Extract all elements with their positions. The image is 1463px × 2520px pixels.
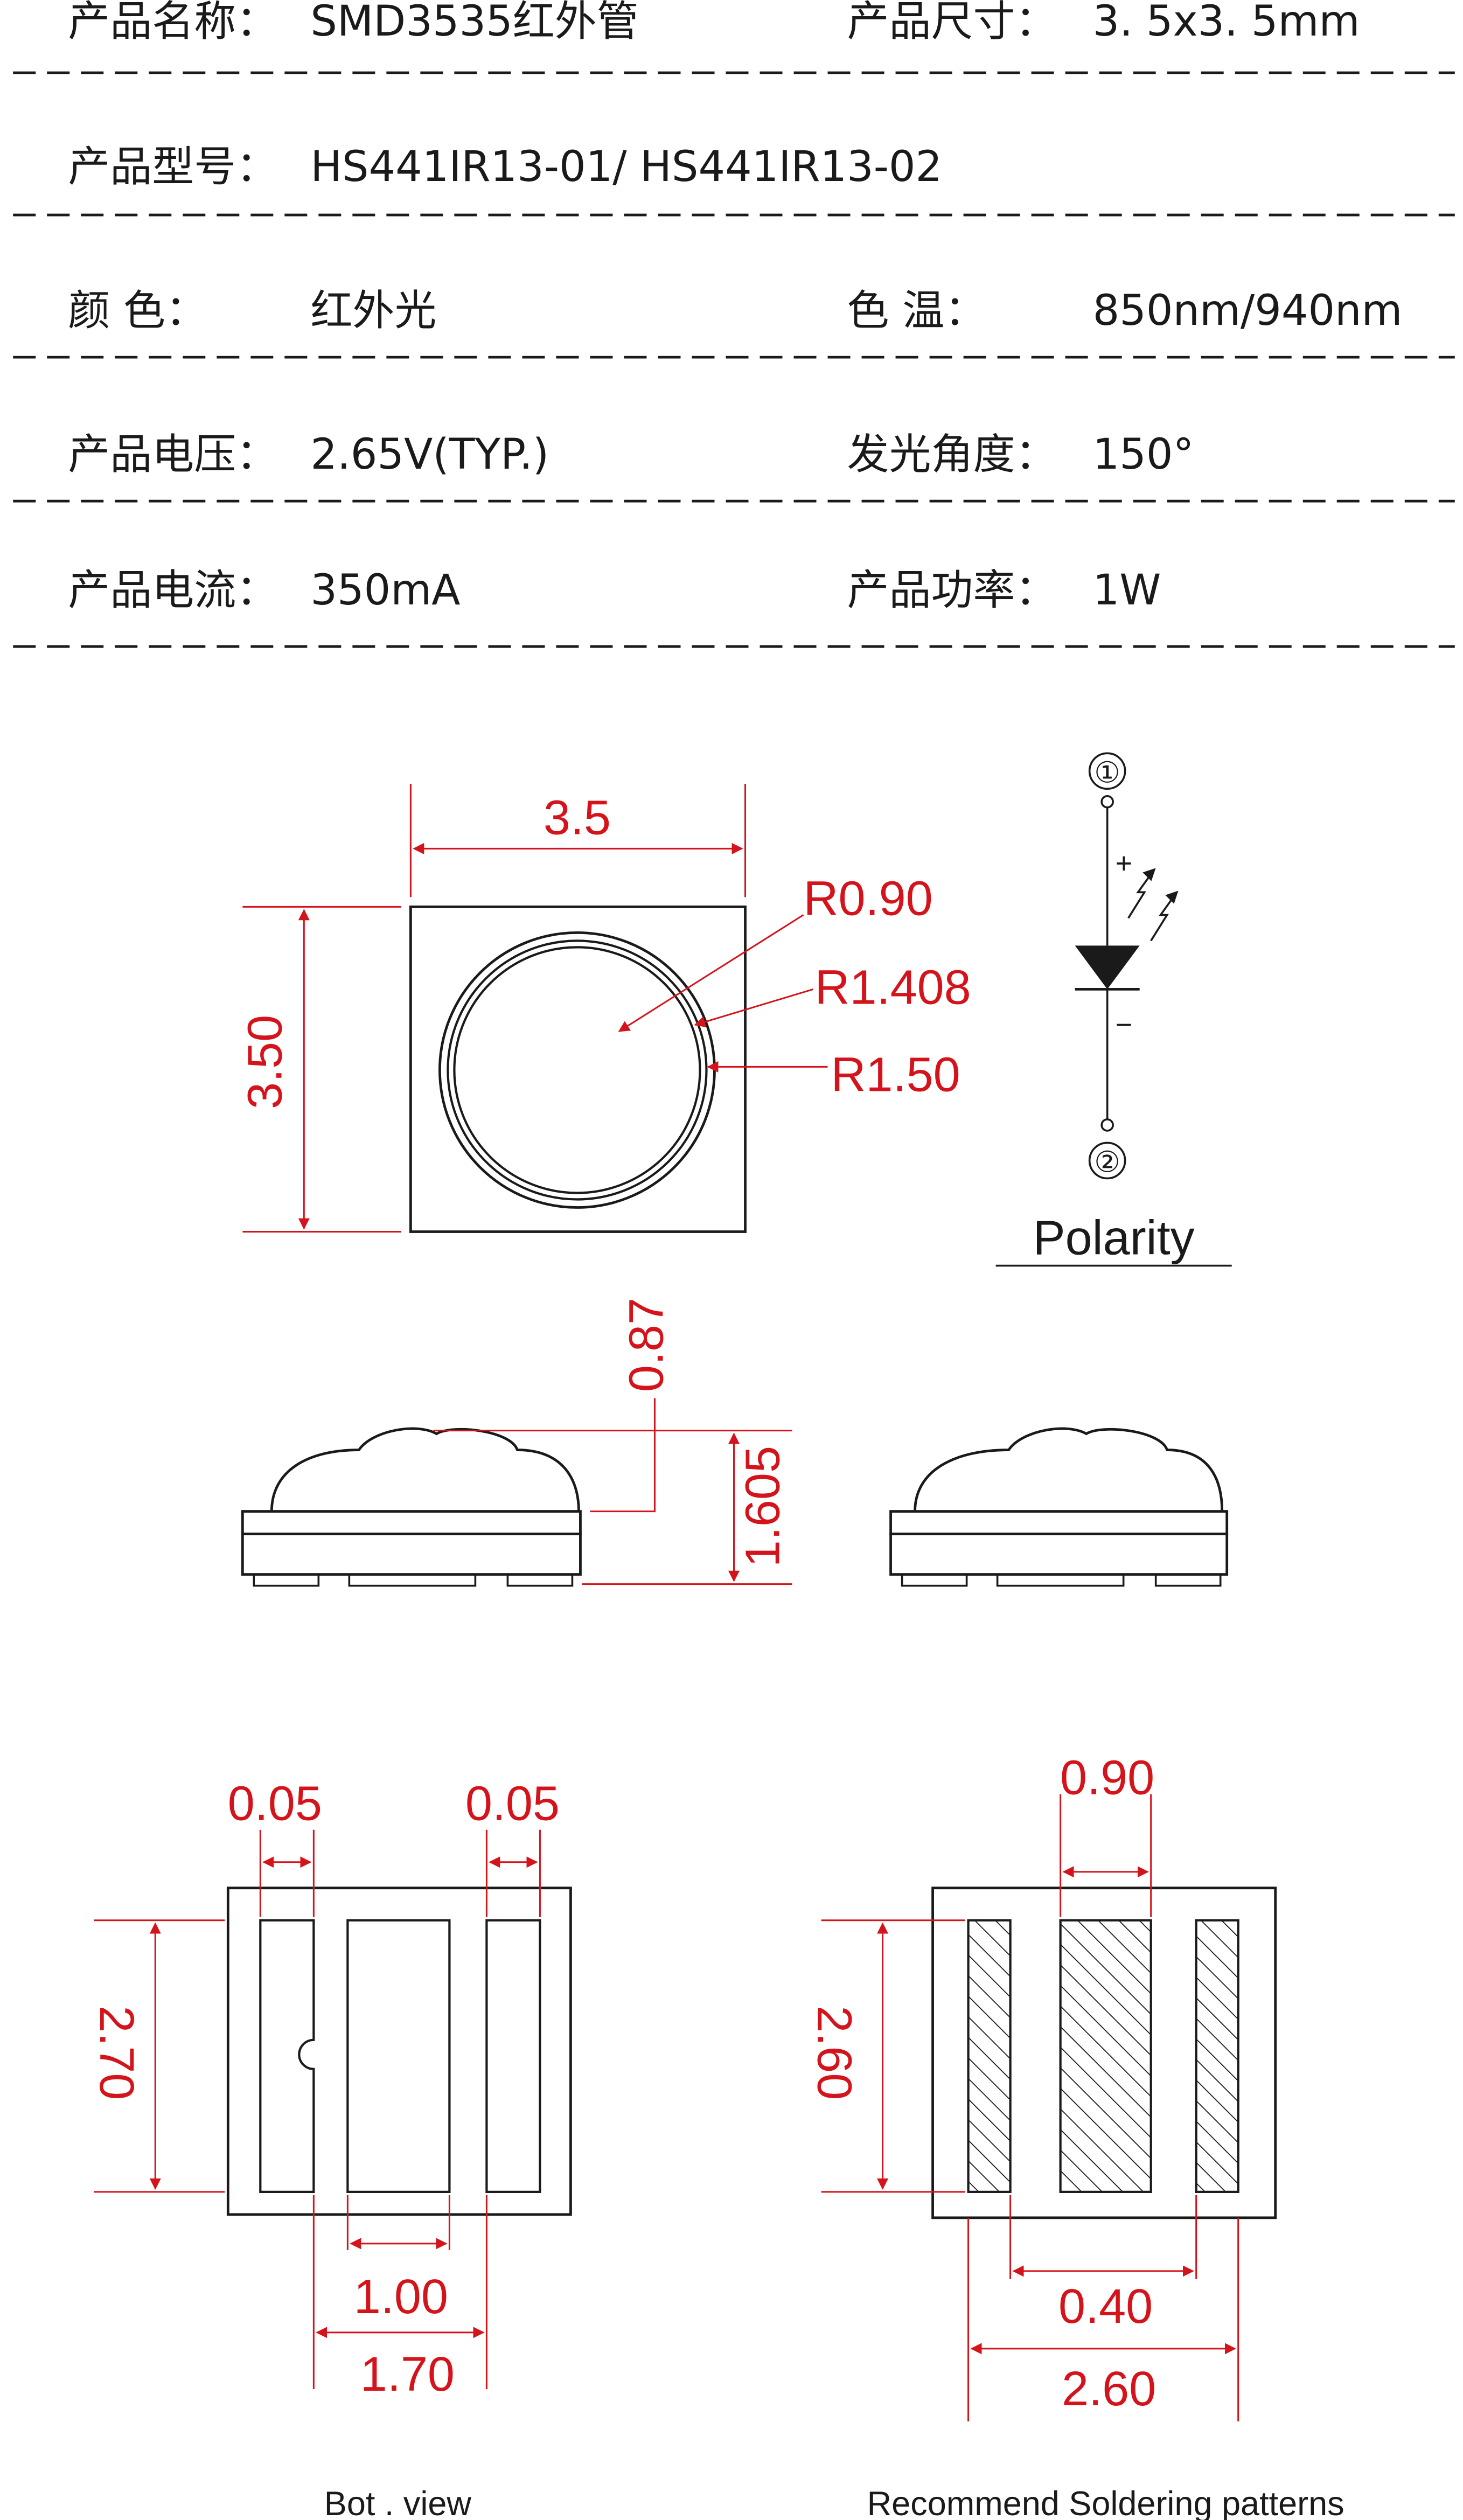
bottom-view: 0.05 0.05 2.70 1.00 1.70 Bot . view xyxy=(89,1777,572,2520)
spec-value-color: 红外光 xyxy=(310,287,436,335)
lens-middle-ring xyxy=(447,939,708,1201)
terminal-pad-left xyxy=(253,1573,320,1587)
radius-leader-0 xyxy=(618,914,804,1032)
diode-triangle-icon xyxy=(1075,945,1140,990)
pin2-terminal xyxy=(1100,1118,1114,1132)
spec-row-1: 产品名称： SMD3535红外管 产品尺寸： 3. 5x3. 5mm xyxy=(68,0,1360,46)
spec-value-product-name: SMD3535红外管 xyxy=(310,0,638,46)
spec-value-beam-angle: 150° xyxy=(1093,430,1194,479)
minus-sign: − xyxy=(1116,1008,1133,1041)
terminal-pad-right xyxy=(506,1573,574,1587)
polarity-caption: Polarity xyxy=(1033,1211,1195,1265)
top-width-label: 3.5 xyxy=(544,791,611,845)
polarity-diagram: ① ② + − Polarity xyxy=(995,752,1232,1267)
pin2-label: ② xyxy=(1094,1146,1120,1178)
terminal-pad-center xyxy=(348,1573,477,1587)
spec-label-model: 产品型号： xyxy=(68,143,278,191)
dome-outline xyxy=(270,1427,580,1512)
lens-inner-ring xyxy=(453,946,701,1194)
solder-pad-right xyxy=(1195,1919,1239,2193)
radius-label-2: R1.50 xyxy=(831,1048,960,1102)
soldering-pattern: 0.90 2.60 0.40 2.60 Recommend Soldering … xyxy=(807,1751,1344,2520)
spec-value-model: HS441IR13-01/ HS441IR13-02 xyxy=(310,143,942,191)
pin1-marker xyxy=(1088,752,1126,790)
bottom-gap-left-label: 0.05 xyxy=(228,1777,322,1831)
solder-package-outline xyxy=(931,1886,1277,2219)
spec-label-beam-angle: 发光角度： xyxy=(847,430,1057,479)
side-view-right xyxy=(889,1427,1229,1587)
spec-value-product-size: 3. 5x3. 5mm xyxy=(1093,0,1360,46)
radius-label-0: R0.90 xyxy=(804,872,933,925)
dome-outline-right xyxy=(914,1427,1224,1512)
spec-value-color-temp: 850nm/940nm xyxy=(1093,287,1403,335)
side-lens-height-label: 0.87 xyxy=(619,1298,673,1392)
spec-row-2: 产品型号： HS441IR13-01/ HS441IR13-02 xyxy=(68,143,942,191)
terminal-pad-right-right xyxy=(1154,1573,1222,1587)
pin1-label: ① xyxy=(1094,756,1120,789)
lens-height-leader xyxy=(590,1398,656,1513)
spec-label-product-size: 产品尺寸： xyxy=(847,0,1057,46)
spec-label-product-name: 产品名称： xyxy=(68,0,278,46)
emission-arrows-icon xyxy=(1127,868,1179,942)
spec-label-power: 产品功率： xyxy=(847,566,1057,615)
package-body xyxy=(241,1533,582,1576)
package-top-layer xyxy=(241,1510,582,1536)
solder-gap-label: 0.40 xyxy=(1058,2280,1153,2334)
package-outline xyxy=(409,905,747,1233)
top-height-label: 3.50 xyxy=(238,1015,292,1109)
solder-pad-center xyxy=(1059,1919,1152,2193)
solder-total-width-label: 2.60 xyxy=(1062,2362,1156,2416)
radius-label-1: R1.408 xyxy=(815,960,971,1014)
top-view: 3.5 3.50 R0.90 R1.408 R1.50 xyxy=(238,784,971,1233)
package-body-right xyxy=(889,1533,1229,1576)
bottom-center-width-label: 1.00 xyxy=(354,2270,448,2324)
side-view-left: 0.87 1.605 xyxy=(241,1298,792,1587)
radius-leader-1 xyxy=(694,988,813,1028)
spec-label-color: 颜 色： xyxy=(68,287,207,335)
terminal-pad-center-right xyxy=(996,1573,1125,1587)
pin1-terminal xyxy=(1100,795,1114,809)
spec-value-current: 350mA xyxy=(310,566,460,615)
bottom-view-caption: Bot . view xyxy=(324,2485,472,2520)
plus-sign: + xyxy=(1116,847,1133,879)
bottom-pad-center xyxy=(346,1919,451,2193)
bottom-pad-span-label: 1.70 xyxy=(360,2348,455,2401)
solder-pad-left xyxy=(967,1919,1012,2193)
package-top-layer-right xyxy=(889,1510,1229,1536)
spec-label-current: 产品电流： xyxy=(68,566,278,615)
side-total-height-label: 1.605 xyxy=(736,1446,790,1567)
bottom-package-outline xyxy=(226,1886,572,2216)
spec-row-5: 产品电流： 350mA 产品功率： 1W xyxy=(68,566,1161,615)
bottom-gap-right-label: 0.05 xyxy=(465,1777,560,1831)
bottom-pad-height-label: 2.70 xyxy=(89,2006,143,2100)
spec-row-3: 颜 色： 红外光 色 温： 850nm/940nm xyxy=(68,287,1402,335)
soldering-caption: Recommend Soldering patterns xyxy=(867,2485,1344,2520)
solder-pad-height-label: 2.60 xyxy=(807,2006,861,2100)
bottom-pad-right xyxy=(485,1919,541,2193)
spec-label-voltage: 产品电压： xyxy=(68,430,278,479)
spec-table: 产品名称： SMD3535红外管 产品尺寸： 3. 5x3. 5mm 产品型号：… xyxy=(13,0,1455,648)
spec-row-4: 产品电压： 2.65V(TYP.) 发光角度： 150° xyxy=(68,430,1194,479)
spec-label-color-temp: 色 温： xyxy=(847,287,987,335)
terminal-pad-left-right xyxy=(901,1573,968,1587)
lens-outer-ring xyxy=(438,931,716,1209)
spec-value-voltage: 2.65V(TYP.) xyxy=(310,430,549,479)
spec-value-power: 1W xyxy=(1093,566,1161,615)
pin2-marker xyxy=(1088,1141,1126,1180)
bottom-pad-left xyxy=(259,1919,315,2193)
solder-center-width-label: 0.90 xyxy=(1060,1751,1154,1805)
